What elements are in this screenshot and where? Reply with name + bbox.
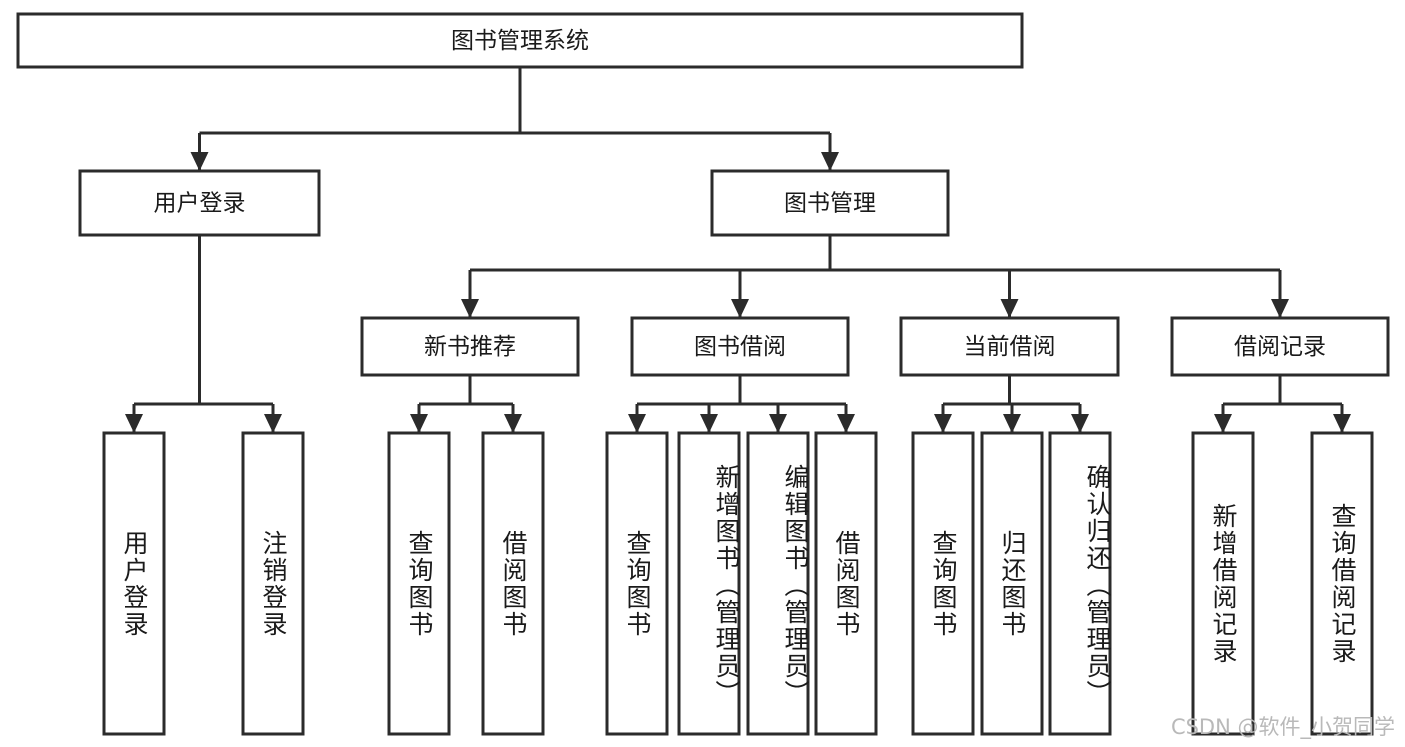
arrowhead-icon xyxy=(628,414,646,433)
arrowhead-icon xyxy=(934,414,952,433)
arrowhead-icon xyxy=(410,414,428,433)
node-cb-confirm-return[interactable] xyxy=(1048,431,1112,736)
arrowhead-icon xyxy=(700,414,718,433)
leaf-box xyxy=(605,431,669,736)
node-user-login[interactable]: 用户登录 xyxy=(78,169,321,237)
node-box xyxy=(710,169,950,237)
node-current-borrow[interactable]: 当前借阅 xyxy=(899,316,1120,377)
node-box xyxy=(899,316,1120,377)
arrowhead-icon xyxy=(504,414,522,433)
arrowhead-icon xyxy=(461,299,479,318)
leaf-box xyxy=(814,431,878,736)
node-box xyxy=(360,316,580,377)
leaf-box xyxy=(1048,431,1112,736)
node-box xyxy=(78,169,321,237)
node-nb-query-book[interactable] xyxy=(387,431,451,736)
leaf-box xyxy=(481,431,545,736)
node-box xyxy=(16,12,1024,69)
node-bb-query-book[interactable] xyxy=(605,431,669,736)
arrowhead-icon xyxy=(1003,414,1021,433)
node-label: 图书借阅 xyxy=(694,334,786,360)
arrowhead-icon xyxy=(1271,299,1289,318)
node-label: 图书管理系统 xyxy=(451,28,589,54)
leaf-box xyxy=(241,431,305,736)
node-box xyxy=(1170,316,1390,377)
leaf-box xyxy=(911,431,975,736)
node-user-login-leaf[interactable] xyxy=(102,431,166,736)
node-label: 用户登录 xyxy=(154,191,246,217)
node-new-book-recommend[interactable]: 新书推荐 xyxy=(360,316,580,377)
leaf-box xyxy=(387,431,451,736)
node-root[interactable]: 图书管理系统 xyxy=(16,12,1024,69)
arrowhead-icon xyxy=(837,414,855,433)
node-nb-borrow-book[interactable] xyxy=(481,431,545,736)
watermark: CSDN @软件_小贺同学 xyxy=(1170,715,1395,739)
node-label: 借阅记录 xyxy=(1234,334,1326,360)
node-book-management[interactable]: 图书管理 xyxy=(710,169,950,237)
arrowhead-icon xyxy=(190,152,209,171)
arrowhead-icon xyxy=(1071,414,1089,433)
leaf-box xyxy=(980,431,1044,736)
node-label: 图书管理 xyxy=(784,191,876,217)
node-box xyxy=(630,316,850,377)
node-cb-query-book[interactable] xyxy=(911,431,975,736)
node-bb-edit-book[interactable] xyxy=(746,431,810,736)
arrowhead-icon xyxy=(821,152,839,171)
arrowhead-icon xyxy=(1333,414,1351,433)
leaf-box xyxy=(1310,431,1374,736)
leaf-box xyxy=(677,431,741,736)
node-book-borrow[interactable]: 图书借阅 xyxy=(630,316,850,377)
node-user-logout-leaf[interactable] xyxy=(241,431,305,736)
node-cb-return-book[interactable] xyxy=(980,431,1044,736)
leaf-box xyxy=(102,431,166,736)
node-br-add-record[interactable] xyxy=(1191,431,1255,736)
arrowhead-icon xyxy=(769,414,787,433)
arrowhead-icon xyxy=(1214,414,1232,433)
arrowhead-icon xyxy=(731,299,749,318)
node-label: 当前借阅 xyxy=(964,334,1056,360)
arrowhead-icon xyxy=(125,414,143,433)
arrowhead-icon xyxy=(1000,299,1019,318)
leaf-box xyxy=(746,431,810,736)
node-bb-add-book[interactable] xyxy=(677,431,741,736)
arrowhead-icon xyxy=(264,414,282,433)
node-br-query-record[interactable] xyxy=(1310,431,1374,736)
node-bb-borrow-book[interactable] xyxy=(814,431,878,736)
node-label: 新书推荐 xyxy=(424,334,516,360)
connectors-layer xyxy=(125,67,1351,433)
node-borrow-record[interactable]: 借阅记录 xyxy=(1170,316,1390,377)
leaf-box xyxy=(1191,431,1255,736)
